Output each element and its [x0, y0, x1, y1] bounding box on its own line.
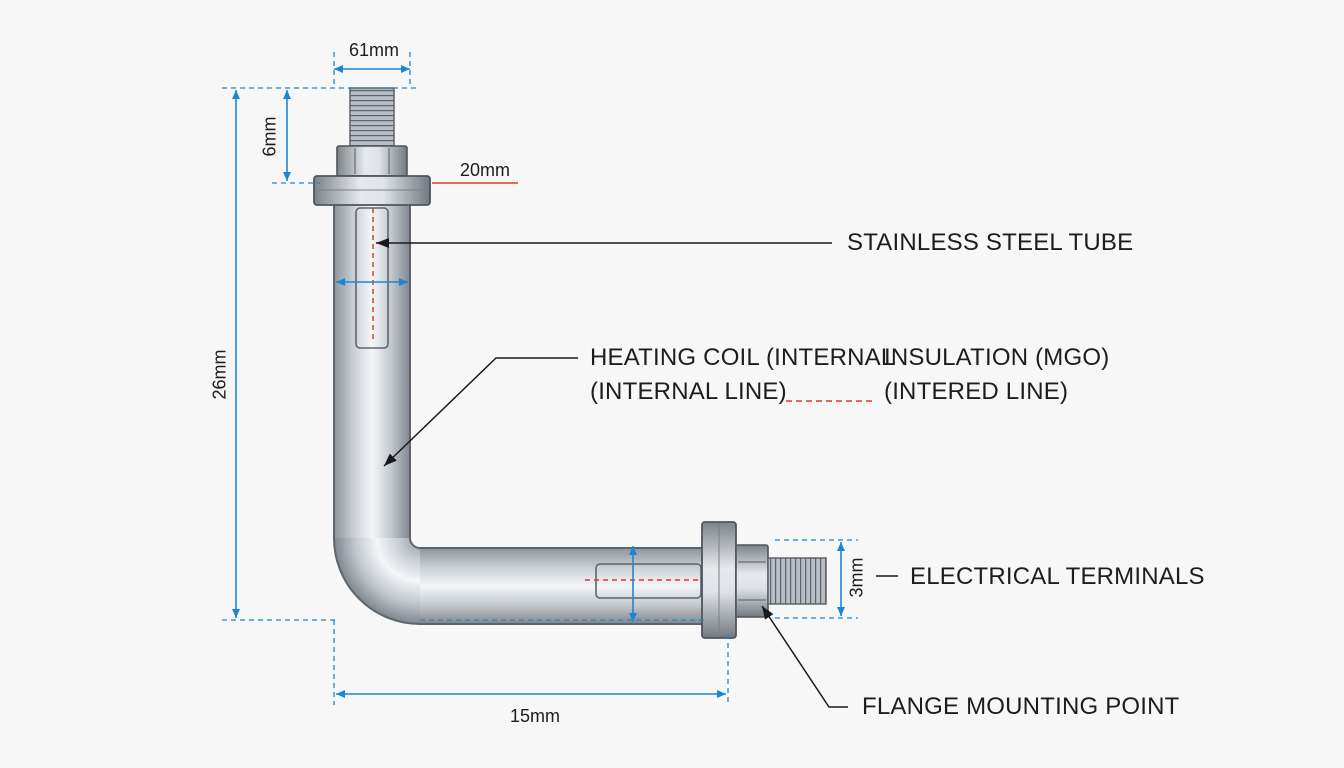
dimension-lines [222, 52, 858, 705]
label-heating-coil-line2: (INTERNAL LINE) [590, 378, 787, 405]
dim-top-width-label: 61mm [349, 40, 400, 60]
dim-horizontal-length-label: 15mm [510, 706, 561, 726]
label-insulation-line1: INSULATION (MGO) [884, 344, 1110, 371]
label-heating-coil-line1: HEATING COIL (INTERNAL [590, 344, 895, 371]
label-electrical-terminals: ELECTRICAL TERMINALS [910, 563, 1205, 590]
flange-fitting [701, 521, 827, 639]
stainless-steel-tube [333, 205, 705, 625]
leader-lines [376, 238, 898, 708]
dim-thread-height-label: 6mm [259, 116, 280, 157]
dim-terminal-height-label: 3mm [846, 557, 867, 598]
label-stainless-steel-tube: STAINLESS STEEL TUBE [847, 229, 1134, 256]
label-flange-mounting-point: FLANGE MOUNTING POINT [862, 693, 1180, 720]
leader-flange-mounting-point [761, 605, 848, 708]
dim-total-height-label: 26mm [209, 349, 230, 400]
label-insulation-line2: (INTERED LINE) [884, 378, 1069, 405]
dim-flange-offset-label: 20mm [460, 160, 511, 180]
leader-heating-coil [383, 357, 578, 467]
top-fitting [313, 87, 431, 206]
internal-slot-horizontal [595, 563, 702, 599]
